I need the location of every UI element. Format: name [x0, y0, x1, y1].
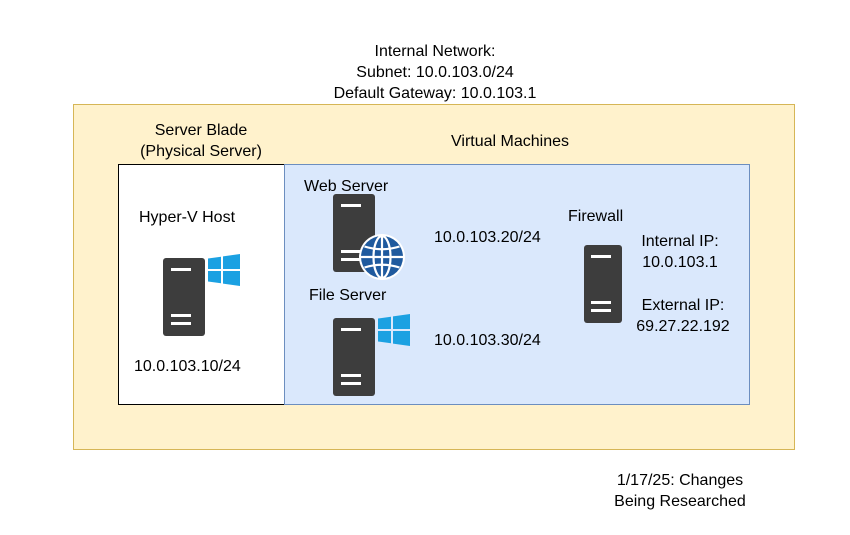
- firewall-internal-label: Internal IP:: [641, 233, 719, 250]
- file-server-icon: [333, 318, 375, 396]
- footer-note-date: 1/17/25: Changes: [616, 472, 744, 489]
- server-blade-label: Server Blade (Physical Server): [108, 120, 294, 162]
- web-server-ip: 10.0.103.20/24: [434, 229, 541, 246]
- firewall-external: External IP: 69.27.22.192: [623, 295, 743, 337]
- network-title: Internal Network:: [374, 43, 496, 60]
- firewall-internal: Internal IP: 10.0.103.1: [625, 231, 735, 273]
- server-blade-subtitle: (Physical Server): [140, 143, 262, 160]
- file-server-windows-icon: [378, 314, 410, 346]
- virtual-machines-label: Virtual Machines: [451, 133, 569, 150]
- file-server-ip: 10.0.103.30/24: [434, 332, 541, 349]
- web-server-name: Web Server: [304, 178, 389, 195]
- server-blade-title: Server Blade: [154, 122, 248, 139]
- network-heading: Internal Network: Subnet: 10.0.103.0/24 …: [260, 41, 610, 104]
- hyperv-host-server-icon: [163, 258, 205, 336]
- footer-note-status: Being Researched: [614, 493, 746, 510]
- firewall-external-label: External IP:: [641, 297, 725, 314]
- firewall-external-ip: 69.27.22.192: [636, 318, 730, 335]
- firewall-name: Firewall: [568, 208, 624, 225]
- footer-note: 1/17/25: Changes Being Researched: [580, 470, 780, 512]
- firewall-internal-ip: 10.0.103.1: [642, 254, 718, 271]
- file-server-name: File Server: [309, 287, 387, 304]
- hyperv-host-ip: 10.0.103.10/24: [134, 358, 241, 375]
- network-gateway: Default Gateway: 10.0.103.1: [333, 85, 537, 102]
- firewall-server-icon: [584, 245, 622, 323]
- hyperv-host-windows-icon: [208, 254, 240, 286]
- network-subnet: Subnet: 10.0.103.0/24: [356, 64, 514, 81]
- hyperv-host-name: Hyper-V Host: [139, 209, 236, 226]
- globe-icon: [359, 234, 405, 280]
